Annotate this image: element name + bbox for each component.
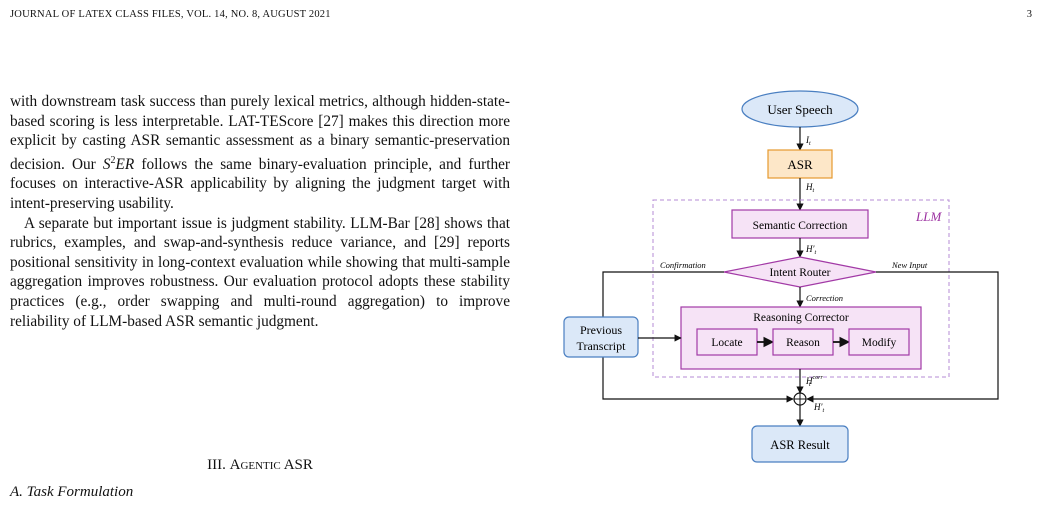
label-I-t: It — [805, 135, 811, 147]
sub-t-1: t — [809, 141, 811, 147]
reason-label: Reason — [786, 337, 820, 349]
body-text-column: with downstream task success than purely… — [10, 92, 510, 331]
previous-transcript-node — [563, 316, 639, 358]
s2er-sup: 2 — [110, 154, 116, 166]
semantic-correction-label: Semantic Correction — [753, 220, 848, 232]
section-title: Agentic ASR — [229, 457, 313, 473]
s2er-s: S — [102, 155, 111, 173]
modify-label: Modify — [862, 337, 897, 349]
sub-t-4: t — [809, 382, 811, 388]
locate-label: Locate — [711, 337, 742, 349]
semantic-correction-node — [731, 209, 869, 239]
sym-H-prime-1: H' — [805, 244, 815, 254]
correction-label: Correction — [806, 293, 843, 303]
label-H-prime-t: H't — [805, 244, 816, 256]
page-number: 3 — [1026, 9, 1032, 20]
confirmation-label: Confirmation — [660, 260, 706, 270]
new-input-path — [806, 271, 999, 403]
paragraph-1-part-a: with downstream task success than purely… — [10, 93, 510, 173]
intent-router-label: Intent Router — [770, 267, 831, 279]
s2er-er: ER — [115, 155, 135, 173]
asr-label: ASR — [787, 157, 813, 172]
s2er-symbol: S2ER — [102, 154, 135, 173]
asr-node — [767, 149, 833, 179]
running-header: JOURNAL OF LATEX CLASS FILES, VOL. 14, N… — [10, 9, 331, 20]
reasoning-corrector-label: Reasoning Corrector — [753, 312, 849, 324]
sub-t-2: t — [813, 188, 815, 194]
label-H-t: Ht — [805, 182, 815, 194]
paragraph-1: with downstream task success than purely… — [10, 92, 510, 214]
previous-transcript-label-2: Transcript — [577, 339, 627, 353]
asr-result-label: ASR Result — [770, 438, 830, 452]
sub-t-3: t — [814, 250, 816, 256]
label-H-prime-t-2: H't — [813, 402, 824, 414]
section-heading: III. Agentic ASR — [10, 457, 510, 474]
section-number: III. — [207, 457, 226, 473]
user-speech-label: User Speech — [767, 102, 833, 117]
agentic-asr-diagram: User Speech It ASR Ht LLM Semantic Corre… — [563, 90, 999, 463]
sub-t-5: t — [822, 408, 824, 414]
locate-node — [696, 328, 758, 356]
subsection-heading: A. Task Formulation — [10, 484, 134, 500]
previous-transcript-label-1: Previous — [580, 323, 622, 337]
llm-region — [652, 199, 950, 378]
paragraph-2: A separate but important issue is judgme… — [10, 214, 510, 330]
paragraph-1-part-b: follows the same binary-evaluation princ… — [10, 155, 510, 213]
llm-label: LLM — [915, 209, 942, 224]
sym-H-2: H — [805, 376, 813, 386]
sym-H: H — [805, 182, 813, 192]
modify-node — [848, 328, 910, 356]
sup-corr: corr — [813, 375, 824, 381]
asr-result-node — [751, 425, 849, 463]
new-input-label: New Input — [891, 260, 928, 270]
sym-H-prime-2: H' — [813, 402, 823, 412]
sym-I: I — [805, 135, 810, 145]
reason-node — [772, 328, 834, 356]
